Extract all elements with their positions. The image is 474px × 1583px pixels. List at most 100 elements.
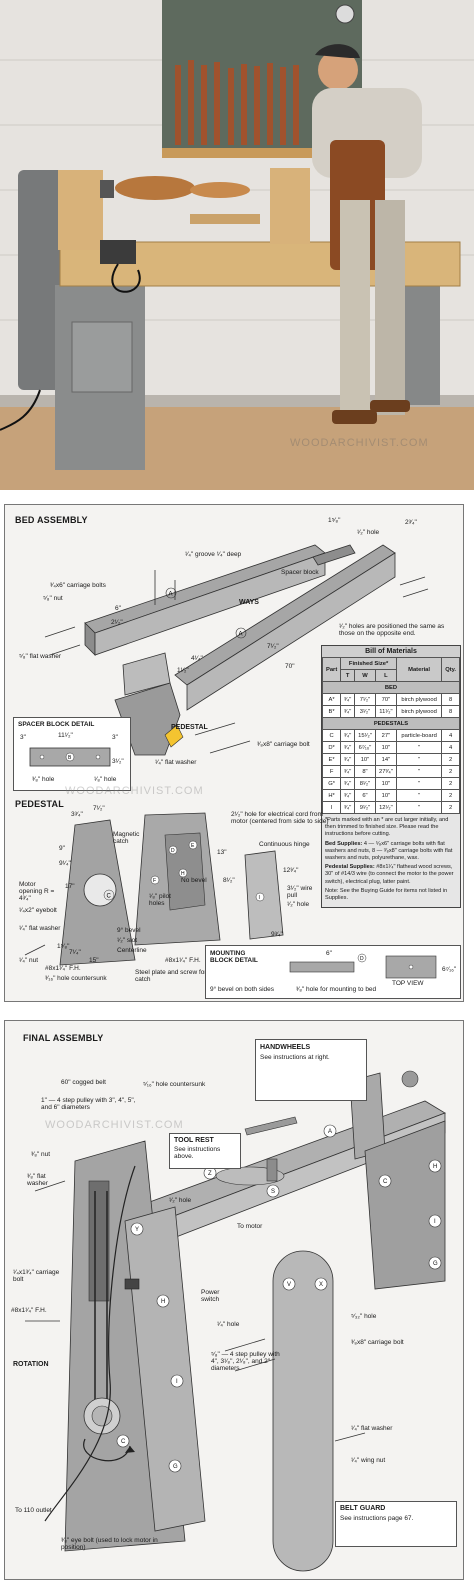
final-washer-label: ³⁄₈" flat washer	[27, 1173, 48, 1187]
bom-cell: 2	[441, 789, 460, 802]
svg-text:G: G	[173, 1464, 178, 1470]
bom-cell: D*	[321, 741, 342, 754]
bom-cell: 2	[441, 777, 460, 790]
bom-cell: I	[321, 801, 342, 814]
final-assembly-drawing: AHI CGH ICG ZSZ YVX	[25, 1070, 446, 1572]
belt-guard-text: See instructions page 67.	[340, 1515, 414, 1522]
bom-header-material: Material	[395, 657, 443, 682]
holes-note: ¹⁄₂" holes are positioned the same as th…	[339, 623, 445, 637]
bom-note: Bed Supplies: 4 — ⁵⁄₈x6" carriage bolts …	[325, 840, 453, 862]
bom-cell: ³⁄₄"	[340, 765, 356, 778]
ped-screw-fh: #8x1¹⁄₄" F.H.	[165, 957, 201, 964]
bom-header-t: T	[340, 669, 356, 682]
ped-dim-9: 9"	[59, 845, 65, 852]
eye-bolt-label: ³⁄₈" eye bolt (used to lock motor in pos…	[61, 1537, 158, 1551]
bom-cell: 8	[441, 705, 460, 718]
bom-cell: 10"	[374, 741, 397, 754]
belt-guard-title: BELT GUARD	[340, 1505, 386, 1512]
bom-cell: 11¹⁄₂"	[374, 705, 397, 718]
svg-text:V: V	[287, 1282, 291, 1288]
flat-washer-label: ⁵⁄₈" flat washer	[19, 653, 62, 660]
bom-header-qty: Qty.	[441, 657, 460, 682]
bom-cell: 3¹⁄₂"	[354, 705, 376, 718]
bom-cell: H*	[321, 789, 342, 802]
belt-guard-box: BELT GUARD See instructions page 67.	[335, 1501, 457, 1547]
bom-cell: 70"	[374, 693, 397, 706]
bevel-label: 9° bevel	[117, 927, 141, 934]
ped-nut: ¹⁄₄" nut	[19, 957, 39, 964]
svg-text:I: I	[176, 1379, 178, 1385]
cord-hole-label: 2¹⁄₂" hole for electrical cord from moto…	[231, 811, 329, 825]
bom-note: Pedestal Supplies: #8x1¹⁄₄" flathead woo…	[325, 864, 454, 885]
bom-header-part: Part	[321, 657, 342, 682]
belt-guard-shape	[272, 1250, 334, 1572]
svg-text:C: C	[121, 1439, 126, 1445]
spacer-hole-1-8: ¹⁄₈" hole	[94, 776, 117, 783]
bom-cell: 2	[441, 753, 460, 766]
half-hole-label: ¹⁄₂" hole	[357, 529, 380, 536]
svg-text:I: I	[259, 895, 260, 901]
svg-text:Y: Y	[135, 1227, 139, 1233]
bom-cell: 10"	[354, 753, 376, 766]
bom-cell: 8"	[354, 765, 376, 778]
bom-cell: ³⁄₄"	[340, 777, 356, 790]
rotation-label: ROTATION	[13, 1361, 49, 1368]
dim-6: 6"	[115, 605, 121, 612]
svg-text:S: S	[271, 1189, 275, 1195]
spacer-detail-title: SPACER BLOCK DETAIL	[18, 721, 95, 728]
bom-row: E*³⁄₄"10"14""2	[321, 753, 460, 766]
bom-cell: "	[395, 777, 443, 790]
svg-text:Z: Z	[208, 1171, 212, 1177]
mounting-block-shape: D	[289, 953, 437, 979]
bom-cell: 2	[441, 765, 460, 778]
bevel-both-sides-label: 9° bevel on both sides	[210, 986, 275, 993]
bom-cell: ³⁄₄"	[340, 693, 356, 706]
highlight-arrow	[164, 724, 184, 748]
bom-section-header: BED	[322, 681, 460, 694]
pulley2-label: ⁵⁄₈" — 4 step pulley with 4", 3¹⁄₈", 2¹⁄…	[211, 1351, 280, 1372]
bom-cell: F	[321, 765, 342, 778]
pedestal-title: PEDESTAL	[15, 799, 64, 809]
ped-dim-3-3-4: 3³⁄₄"	[71, 811, 83, 818]
bom-cell: E*	[321, 753, 342, 766]
ways-label: WAYS	[239, 599, 259, 606]
spacer-dim-3b: 3"	[112, 734, 118, 741]
carriage-bolts-label: ³⁄₄x6" carriage bolts	[50, 582, 106, 589]
dim-2-3-4: 2³⁄₄"	[405, 519, 417, 526]
handwheels-title: HANDWHEELS	[260, 1044, 311, 1051]
slot-label: ¹⁄₂" slot	[117, 937, 138, 944]
bed-assembly-drawing: A A	[44, 544, 429, 756]
woodworker	[312, 44, 422, 424]
svg-text:E: E	[191, 843, 195, 849]
svg-text:H: H	[161, 1299, 165, 1305]
bom-cell: "	[395, 753, 443, 766]
final-nut-label: ³⁄₈" nut	[31, 1151, 51, 1158]
motor-opening-label: Motor opening R = 4³⁄₄"	[19, 881, 55, 902]
countersunk-label: ⁵⁄₁₆" hole countersunk	[143, 1081, 206, 1088]
bom-row: H*³⁄₄"6"10""2	[321, 789, 460, 802]
ped-dim-8-1-2: 8¹⁄₂"	[223, 877, 235, 884]
bom-cell: 27"	[374, 729, 397, 742]
flat-washer-quarter-label: ¹⁄₄" flat washer	[155, 759, 197, 766]
wire-pull-label: 3¹⁄₂" wire pull	[287, 885, 313, 899]
svg-text:A: A	[169, 592, 173, 598]
bom-cell: 10"	[374, 789, 397, 802]
ped-dim-15: 15"	[89, 957, 99, 964]
bom-cell: ³⁄₄"	[340, 741, 356, 754]
ped-flat-washer: ¹⁄₄" flat washer	[19, 925, 61, 932]
continuous-hinge-label: Continuous hinge	[259, 841, 310, 848]
final-carriage-bolt-label: ¹⁄₄x1³⁄₄" carriage bolt	[13, 1269, 60, 1283]
svg-text:D: D	[171, 848, 175, 854]
bom-cell: G*	[321, 777, 342, 790]
spacer-block-label: Spacer block	[281, 569, 319, 576]
bom-note: *Parts marked with an * are cut larger i…	[325, 817, 449, 838]
ped-dim-7-1-4: 7¹⁄₄"	[69, 949, 81, 956]
svg-text:D: D	[360, 956, 364, 962]
svg-text:H: H	[181, 871, 185, 877]
to-motor-label: To motor	[237, 1223, 263, 1230]
svg-text:G: G	[433, 1261, 438, 1267]
magnetic-catch-label: Magnetic catch	[113, 831, 140, 845]
